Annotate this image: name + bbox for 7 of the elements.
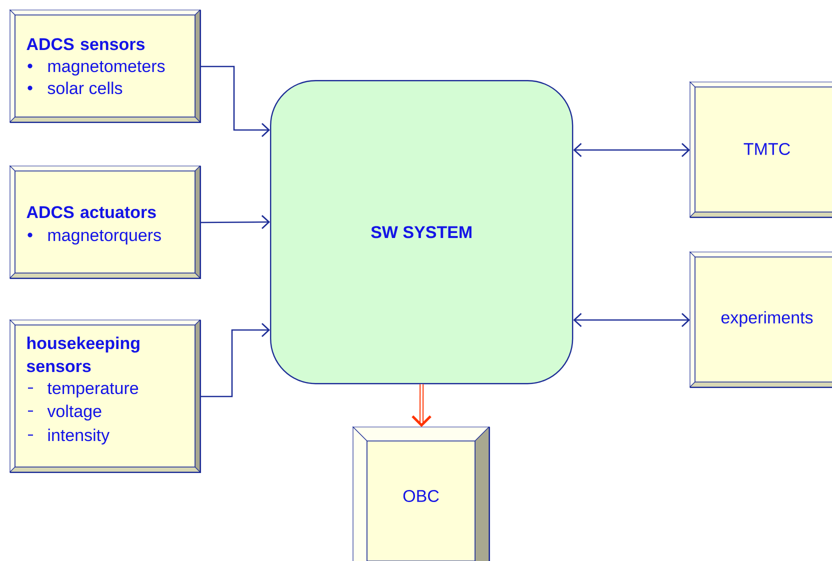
arrow <box>573 312 690 327</box>
arrow <box>412 384 432 427</box>
arrow <box>573 142 690 157</box>
system-box: SW SYSTEM <box>270 80 574 384</box>
arrow <box>201 215 270 230</box>
arrow <box>201 322 270 398</box>
arrow <box>201 66 270 137</box>
